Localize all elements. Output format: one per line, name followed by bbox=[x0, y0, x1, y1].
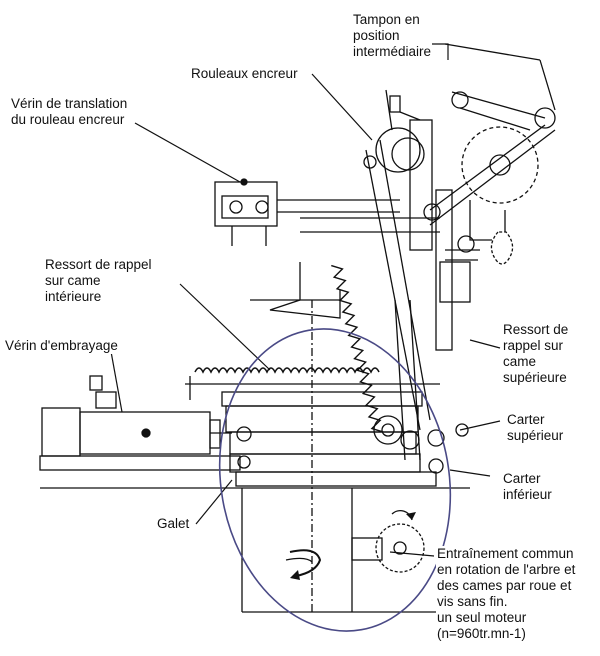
label-entrainement: Entraînement commun en rotation de l'arb… bbox=[436, 546, 577, 642]
label-entrainement-line4: vis sans fin. bbox=[437, 594, 508, 609]
label-entrainement-line2: en rotation de l'arbre et bbox=[437, 562, 576, 577]
pad-lever-drawing bbox=[423, 43, 556, 265]
label-carter-inferieur-line1: Carter bbox=[503, 471, 541, 486]
translation-cylinder-drawing bbox=[214, 178, 440, 246]
diagonal-spring bbox=[331, 264, 384, 433]
label-carter-inferieur: Carter inférieur bbox=[502, 471, 553, 503]
label-ressort-interieure-line1: Ressort de rappel bbox=[45, 257, 152, 272]
label-ressort-interieure-line2: sur came bbox=[45, 273, 101, 288]
label-ressort-superieure-line3: came bbox=[503, 354, 537, 369]
label-tampon: Tampon en position intermédiaire bbox=[352, 12, 433, 60]
label-entrainement-line1: Entraînement commun bbox=[437, 546, 574, 561]
worm-drive-drawing bbox=[351, 510, 425, 573]
upper-frame-drawing bbox=[250, 119, 480, 461]
label-carter-superieur-line2: supérieur bbox=[507, 428, 564, 443]
label-carter-superieur-line1: Carter bbox=[507, 412, 545, 427]
label-verin-translation: Vérin de translation du rouleau encreur bbox=[10, 96, 129, 128]
label-tampon-line1: Tampon en bbox=[353, 12, 420, 27]
label-verin-embrayage-line1: Vérin d'embrayage bbox=[5, 338, 118, 353]
label-verin-embrayage: Vérin d'embrayage bbox=[4, 338, 119, 354]
label-entrainement-line5: un seul moteur bbox=[437, 610, 527, 625]
rotation-arrow-drawing bbox=[285, 549, 322, 580]
cam-block-drawing bbox=[185, 376, 469, 487]
label-rouleaux-line1: Rouleaux encreur bbox=[191, 66, 298, 81]
label-carter-inferieur-line2: inférieur bbox=[503, 487, 552, 502]
label-carter-superieur: Carter supérieur bbox=[506, 412, 565, 444]
label-ressort-superieure-line2: rappel sur bbox=[503, 338, 564, 353]
label-ressort-superieure-line4: supérieure bbox=[503, 370, 567, 385]
ink-rollers-drawing bbox=[363, 89, 425, 173]
horizontal-spring bbox=[194, 367, 380, 374]
label-ressort-interieure-line3: intérieure bbox=[45, 289, 102, 304]
label-ressort-superieure-line1: Ressort de bbox=[503, 322, 569, 337]
label-galet: Galet bbox=[156, 516, 191, 532]
label-entrainement-line6: (n=960tr.mn-1) bbox=[437, 626, 526, 641]
label-entrainement-line3: des cames par roue et bbox=[437, 578, 572, 593]
label-tampon-line3: intermédiaire bbox=[353, 44, 432, 59]
highlight-ellipse bbox=[218, 328, 452, 632]
leader-lines bbox=[109, 43, 501, 557]
label-verin-translation-line1: Vérin de translation bbox=[11, 96, 128, 111]
label-ressort-superieure: Ressort de rappel sur came supérieure bbox=[502, 322, 570, 386]
label-tampon-line2: position bbox=[353, 28, 400, 43]
label-rouleaux-encreur: Rouleaux encreur bbox=[190, 66, 299, 82]
clutch-cylinder-drawing bbox=[39, 375, 241, 471]
label-ressort-interieure: Ressort de rappel sur came intérieure bbox=[44, 257, 153, 305]
label-verin-translation-line2: du rouleau encreur bbox=[11, 112, 125, 127]
label-galet-line1: Galet bbox=[157, 516, 190, 531]
